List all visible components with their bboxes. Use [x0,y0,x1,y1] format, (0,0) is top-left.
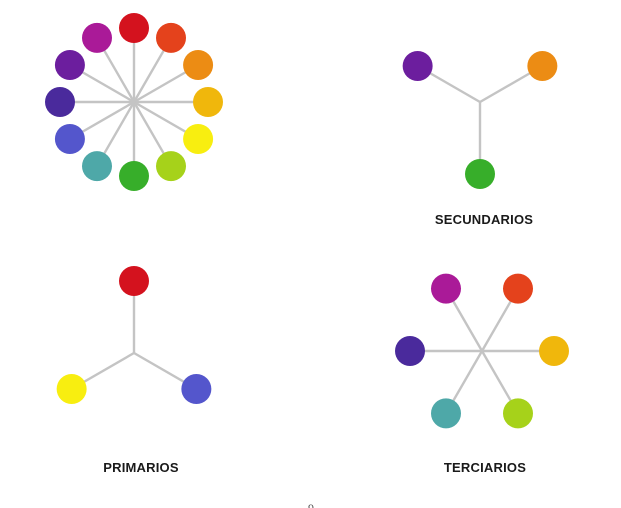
primarios-swatch [56,374,87,404]
wheel-swatch [119,161,149,191]
primarios-swatch [119,266,149,296]
wheel-swatch [193,87,223,117]
wheel-swatch [183,124,214,154]
wheel-swatch [156,151,186,182]
wheel-swatch [156,22,186,53]
terciarios-swatch [431,398,461,429]
terciarios-swatch [503,398,533,429]
primarios-swatch [181,374,212,404]
wheel-swatch [82,151,112,182]
primary-colors-diagram [56,266,212,404]
terciarios-label: TERCIARIOS [444,460,526,475]
terciarios-swatch [395,336,425,366]
wheel-swatch [54,50,85,80]
terciarios-swatch [431,273,461,304]
secundarios-swatch [527,51,558,81]
primarios-label: PRIMARIOS [103,460,179,475]
tertiary-colors-diagram [395,273,569,429]
wheel-swatch [183,50,214,80]
wheel-swatch [82,22,112,53]
terciarios-swatch [503,273,533,304]
secondary-colors-diagram [402,51,558,189]
wheel-swatch [54,124,85,154]
terciarios-swatch [539,336,569,366]
secundarios-swatch [402,51,433,81]
secundarios-swatch [465,159,495,189]
color-wheel [45,13,223,191]
secundarios-label: SECUNDARIOS [435,212,533,227]
wheel-swatch [119,13,149,43]
wheel-swatch [45,87,75,117]
page-number: 9 [308,501,314,508]
